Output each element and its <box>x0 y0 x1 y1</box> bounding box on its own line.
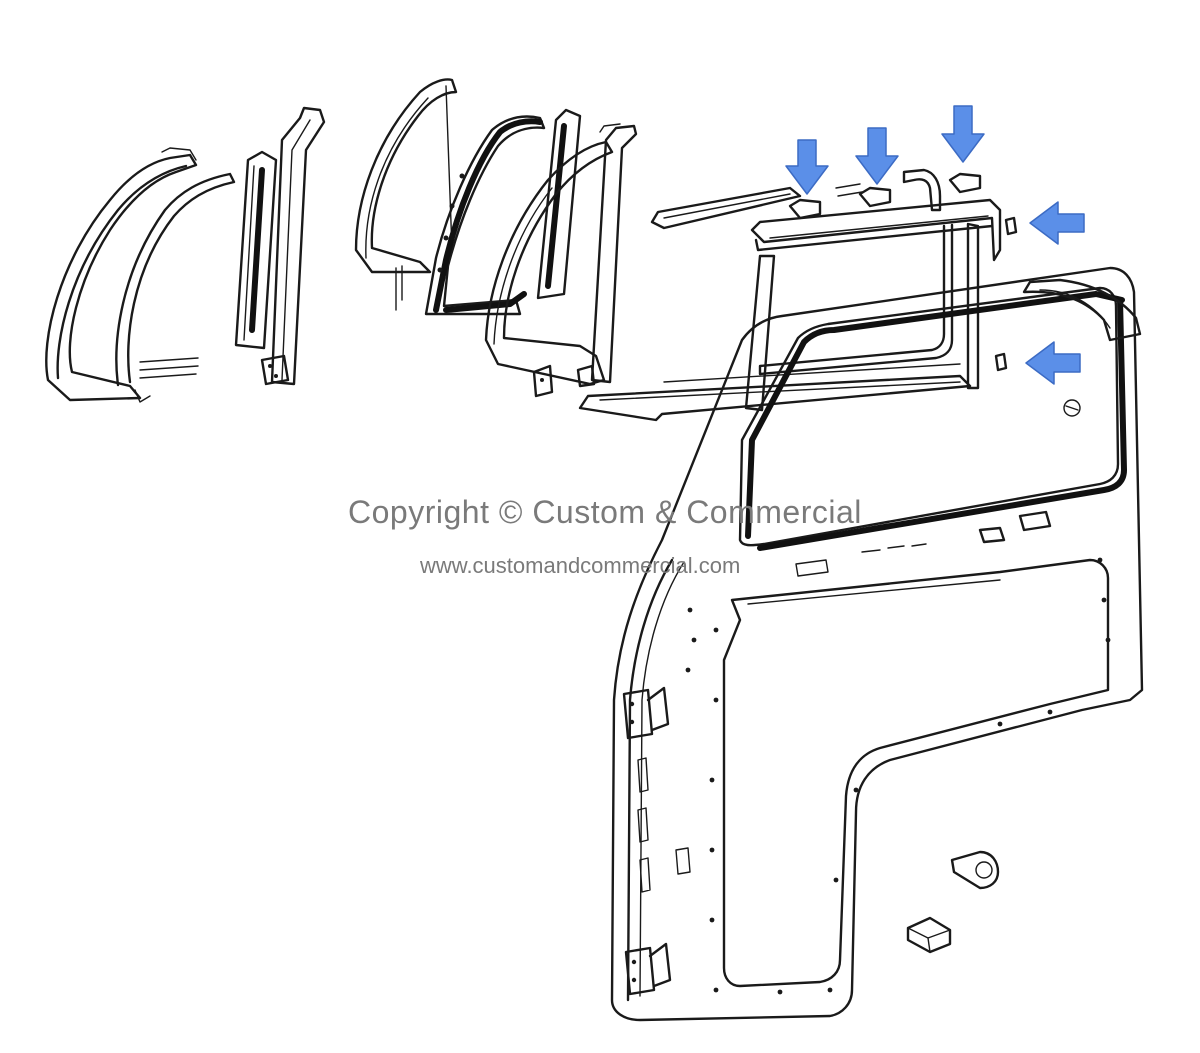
watermark-copyright: Copyright © Custom & Commercial <box>348 494 862 530</box>
window-glass-frame <box>744 172 1002 412</box>
arrow-down-2 <box>855 127 899 185</box>
rubber-bump-stop <box>950 850 1000 890</box>
arrow-left-1 <box>1029 201 1085 245</box>
door-shell <box>610 266 1144 1022</box>
vent-window-frame <box>354 78 458 311</box>
panel-holes <box>685 557 1111 995</box>
vent-frame-with-hinge <box>484 123 638 398</box>
vent-channel-strip <box>536 108 582 300</box>
watermark-url: www.customandcommercial.com <box>420 553 741 578</box>
division-bar <box>260 106 326 386</box>
vertical-seal-strip <box>234 150 278 350</box>
striker-block <box>906 916 952 954</box>
clip-fasteners <box>994 216 1081 417</box>
arrow-down-1 <box>785 139 829 195</box>
vent-glass-seal <box>424 115 546 316</box>
arrow-left-2 <box>1025 341 1081 385</box>
top-trim-rail <box>650 168 942 230</box>
arrow-down-3 <box>941 105 985 163</box>
vent-frame-outer-seal <box>45 147 236 403</box>
